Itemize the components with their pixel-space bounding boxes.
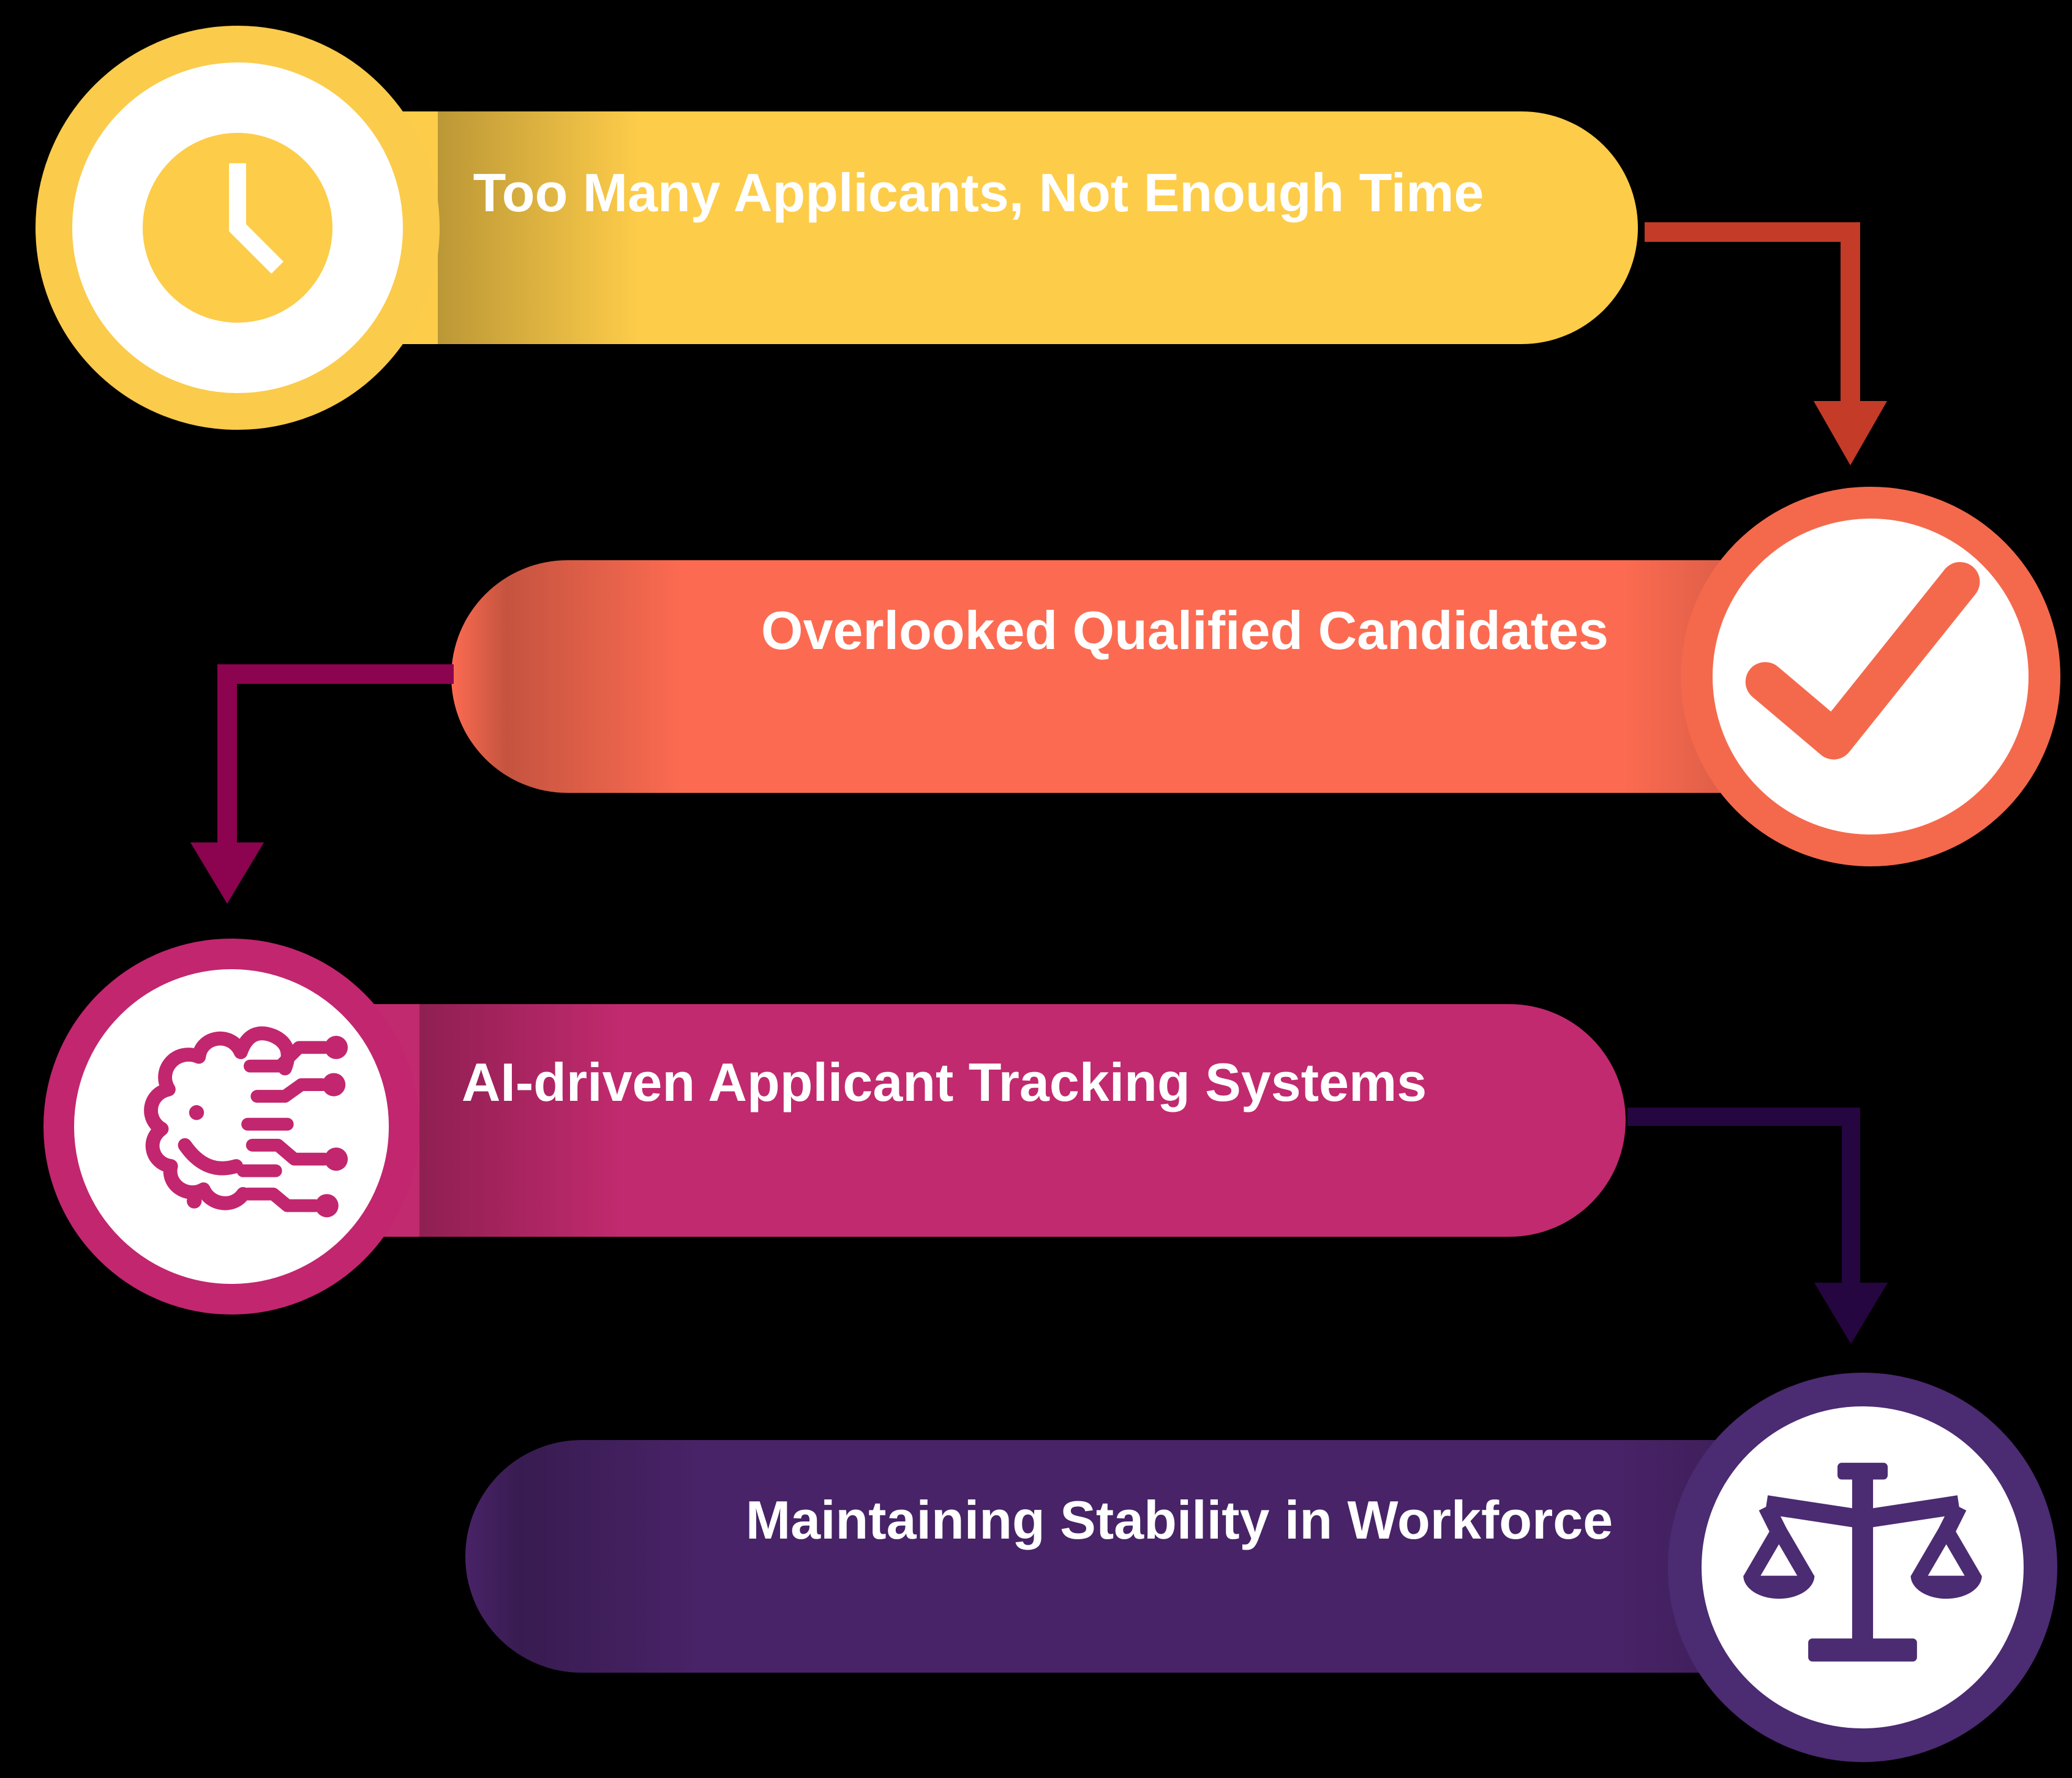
step-1-circle-badge	[36, 26, 440, 430]
banner-step-4	[465, 1440, 1867, 1673]
step-4-circle-badge	[1668, 1373, 2057, 1762]
checkmark-icon	[1745, 561, 1980, 760]
banner-2-left-shadow	[451, 560, 684, 793]
step-2-label: Overlooked Qualified Candidates	[761, 600, 1608, 661]
banner-step-3	[233, 1004, 1626, 1237]
banner-3-shadow	[419, 1004, 621, 1237]
connector-3-vertical	[1842, 1108, 1860, 1285]
connector-3-horizontal	[1627, 1108, 1860, 1126]
connector-3-arrowhead-icon	[1814, 1283, 1888, 1344]
scales-of-justice-icon	[1743, 1463, 1982, 1662]
clock-icon	[143, 133, 332, 323]
connector-2-arrowhead-icon	[190, 842, 264, 904]
ai-brain-circuit-icon	[144, 1026, 348, 1218]
banner-1-shadow	[438, 111, 640, 344]
step-1-label: Too Many Applicants, Not Enough Time	[473, 162, 1484, 223]
step-2-circle-badge	[1681, 487, 2060, 866]
step-3-label: AI-driven Applicant Tracking Systems	[461, 1052, 1427, 1112]
connector-1-vertical	[1841, 222, 1860, 403]
banner-step-2	[451, 560, 1872, 793]
step-3-circle-badge	[43, 939, 419, 1315]
connector-2-horizontal	[227, 664, 454, 684]
connector-1-horizontal	[1645, 222, 1860, 242]
step-4-label: Maintaining Stability in Workforce	[745, 1490, 1613, 1550]
connector-1-arrowhead-icon	[1814, 401, 1887, 465]
banner-4-left-shadow	[465, 1440, 698, 1673]
connector-2-vertical	[217, 664, 237, 845]
